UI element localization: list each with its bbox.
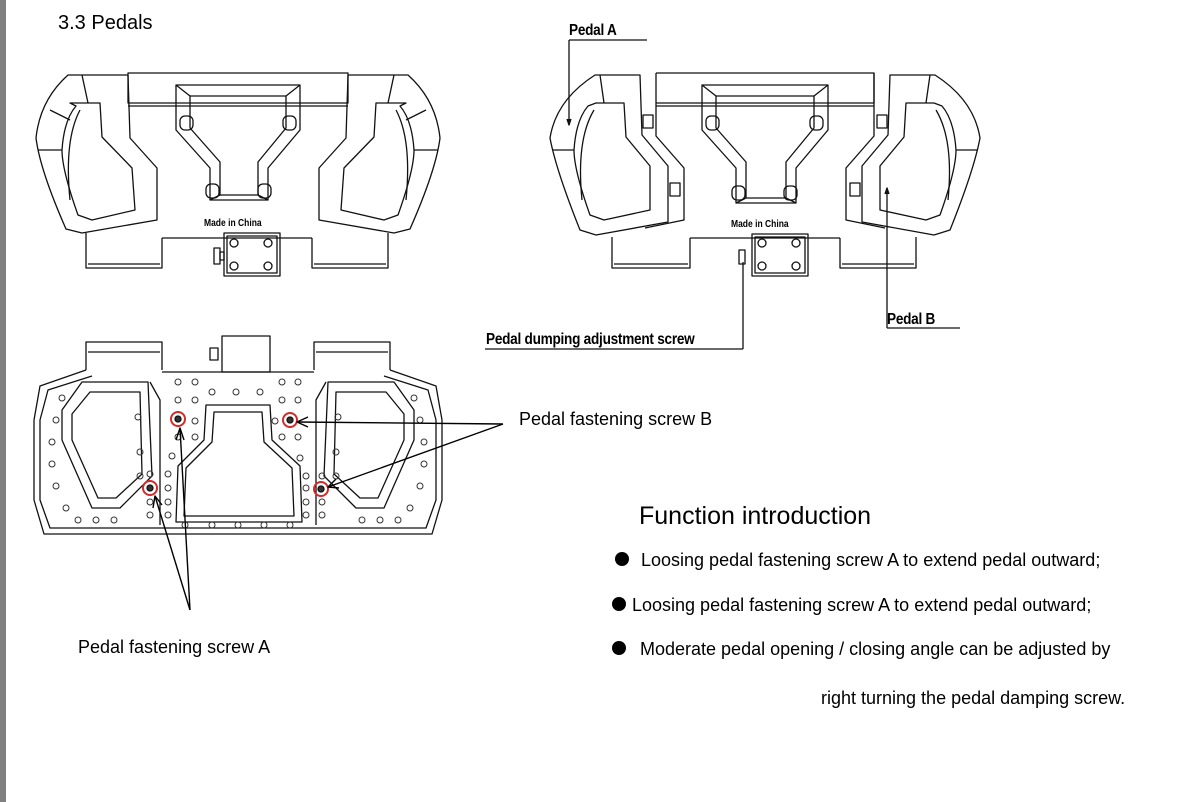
function-item-text: Moderate pedal opening / closing angle c…: [640, 639, 1111, 659]
function-item-text: Loosing pedal fastening screw A to exten…: [641, 550, 1101, 570]
pedal-a-label: Pedal A: [569, 22, 617, 39]
top-left-pedal-drawing: [35, 72, 441, 277]
section-title: 3.3 Pedals: [58, 12, 153, 34]
page-edge-bar: [0, 0, 6, 802]
bottom-underside-drawing: [33, 335, 504, 611]
damping-screw-label: Pedal dumping adjustment screw: [486, 331, 695, 348]
bullet-icon: [615, 552, 629, 567]
function-item: Loosing pedal fastening screw A to exten…: [615, 550, 1100, 571]
bullet-icon: [612, 597, 626, 612]
fastening-screw-b-label: Pedal fastening screw B: [519, 409, 713, 429]
top-right-pedal-drawing: [485, 39, 981, 350]
made-in-china-stamp: Made in China: [204, 218, 262, 229]
function-intro-title: Function introduction: [639, 502, 872, 530]
function-item: Loosing pedal fastening screw A to exten…: [612, 595, 1091, 616]
pedal-b-label: Pedal B: [887, 311, 936, 328]
bullet-icon: [612, 641, 626, 656]
function-item-text: Loosing pedal fastening screw A to exten…: [632, 595, 1092, 615]
fastening-screw-a-label: Pedal fastening screw A: [78, 637, 271, 657]
function-item: Moderate pedal opening / closing angle c…: [612, 639, 1110, 660]
function-item-continuation: right turning the pedal damping screw.: [821, 688, 1126, 708]
made-in-china-stamp: Made in China: [731, 219, 789, 230]
